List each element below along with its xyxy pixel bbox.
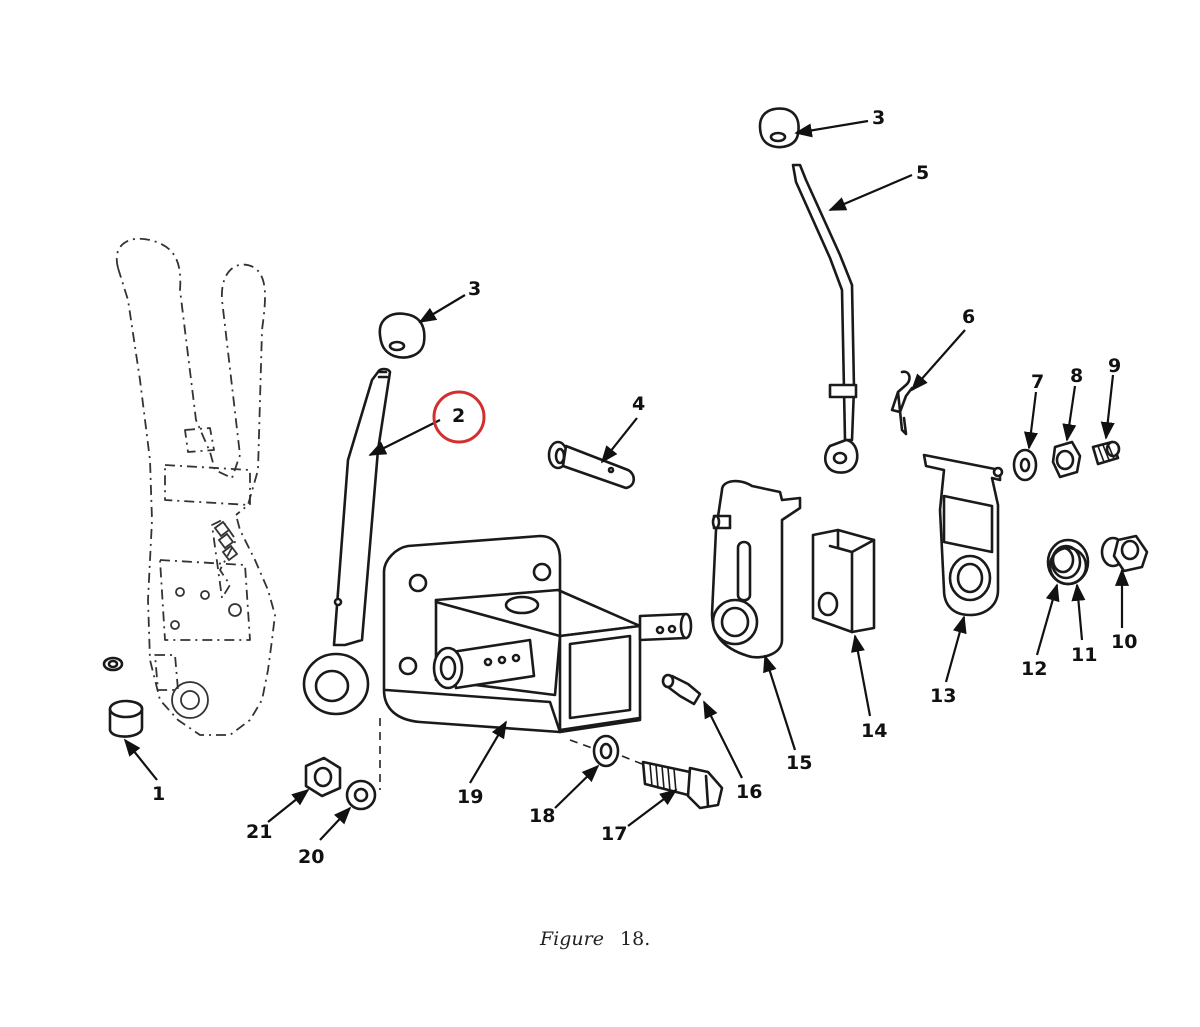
part-17-bolt	[641, 760, 724, 810]
part-21-nut	[304, 756, 342, 798]
callout-8: 8	[1070, 365, 1083, 387]
part-9-setscrew	[1091, 440, 1121, 466]
part-4-pin	[547, 440, 636, 490]
callout-11: 11	[1071, 644, 1097, 666]
part-2-lever	[302, 367, 392, 790]
callout-12: 12	[1021, 658, 1047, 680]
figure-caption-word: Figure	[539, 928, 604, 950]
part-6-cotter-pin	[890, 370, 914, 436]
callout-20: 20	[298, 846, 324, 868]
callout-7: 7	[1031, 371, 1044, 393]
callout-15: 15	[786, 752, 812, 774]
callout-13: 13	[930, 685, 956, 707]
part-15-plate	[710, 479, 802, 659]
part-20-lock-washer	[345, 779, 377, 811]
callout-14: 14	[861, 720, 887, 742]
part-18-washer	[569, 734, 643, 768]
callout-19: 19	[457, 786, 483, 808]
leader-arrows	[123, 119, 1130, 841]
part-14-clevis	[811, 528, 876, 634]
callout-21: 21	[246, 821, 272, 843]
callout-4: 4	[632, 393, 645, 415]
callout-3-right: 3	[872, 107, 885, 129]
part-10-plug	[1100, 534, 1149, 573]
callout-labels: 1 2 3 3 4 5 6 7 8 9 10 11 12 13 14 15 16…	[152, 107, 1137, 868]
part-12-ring	[1051, 546, 1075, 574]
highlight-circle-callout-2	[432, 390, 486, 444]
callout-2: 2	[452, 405, 465, 427]
callout-6: 6	[962, 306, 975, 328]
part-3-knob-right	[758, 107, 800, 149]
part-3-knob-left	[378, 312, 426, 359]
figure-caption: Figure 18.	[539, 928, 650, 950]
callout-5: 5	[916, 162, 929, 184]
callout-16: 16	[736, 781, 762, 803]
callout-18: 18	[529, 805, 555, 827]
callout-3-left: 3	[468, 278, 481, 300]
ghost-lever-assembly	[115, 237, 276, 736]
part-5-rod	[791, 163, 859, 474]
callout-10: 10	[1111, 631, 1137, 653]
callout-1: 1	[152, 783, 165, 805]
callout-17: 17	[601, 823, 627, 845]
part-1-cap	[102, 656, 144, 738]
part-16-fitting	[661, 673, 702, 706]
figure-caption-number: 18.	[620, 928, 650, 950]
callout-9: 9	[1108, 355, 1121, 377]
part-7-washer	[1012, 448, 1038, 482]
part-13-bracket	[922, 453, 1004, 617]
part-8-nut	[1051, 440, 1082, 479]
part-19-housing	[382, 534, 693, 734]
